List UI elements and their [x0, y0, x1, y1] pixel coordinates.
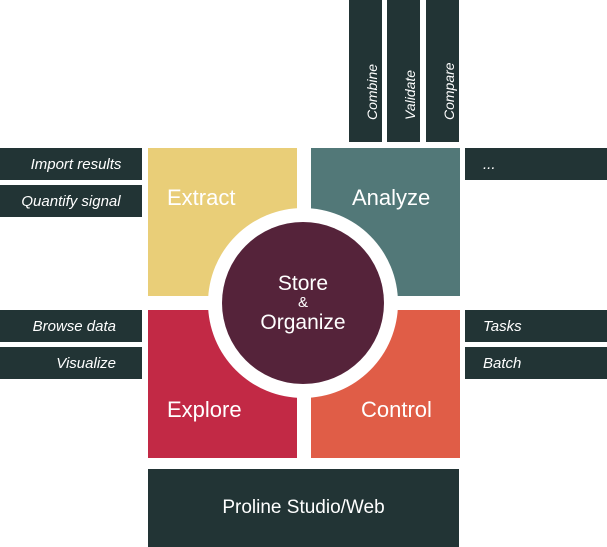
quadrant-label: Extract: [167, 185, 236, 210]
task-label: Compare: [440, 62, 457, 120]
task-import-results: Import results: [0, 148, 142, 180]
quadrant-label: Control: [361, 397, 432, 422]
task-visualize: Visualize: [0, 347, 142, 379]
center-store-organize: Store & Organize: [222, 222, 384, 384]
task-label: Validate: [401, 69, 418, 120]
task-browse-data: Browse data: [0, 310, 142, 342]
task-more: ...: [465, 148, 607, 180]
proline-bar: Proline Studio/Web: [148, 469, 459, 547]
center-ampersand: &: [297, 293, 308, 311]
task-compare: Compare: [426, 0, 459, 142]
quadrant-label: Explore: [167, 397, 242, 422]
task-quantify-signal: Quantify signal: [0, 185, 142, 217]
task-batch: Batch: [465, 347, 607, 379]
task-label: Combine: [363, 63, 380, 120]
center-line2: Organize: [260, 311, 346, 335]
center-ring: Store & Organize: [208, 208, 398, 398]
task-validate: Validate: [387, 0, 420, 142]
task-tasks: Tasks: [465, 310, 607, 342]
center-line1: Store: [277, 271, 329, 295]
quadrant-label: Analyze: [352, 185, 431, 210]
task-combine: Combine: [349, 0, 382, 142]
